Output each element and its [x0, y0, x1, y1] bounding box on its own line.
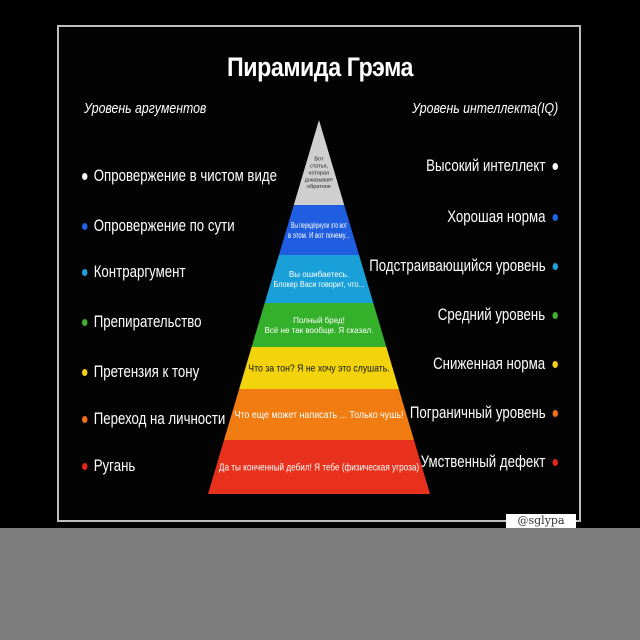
bullet-dot [82, 269, 88, 277]
bullet-dot [82, 463, 88, 471]
bullet-dot [82, 416, 88, 424]
pyramid-layer-text: обратное [307, 184, 331, 190]
pyramid-layer-2 [278, 205, 360, 255]
pyramid-layer-3 [264, 255, 374, 303]
bullet-dot [552, 312, 558, 320]
intelligence-item: Умственный дефект [421, 452, 558, 472]
pyramid-layer-7 [208, 440, 430, 494]
pyramid-layer-text: статья, [310, 164, 329, 170]
bullet-dot [552, 163, 558, 171]
argument-item: Препирательство [82, 312, 202, 332]
pyramid-layer-5 [239, 347, 399, 389]
argument-item: Опровержение в чистом виде [82, 166, 277, 186]
intelligence-item: Высокий интеллект [426, 156, 558, 176]
pyramid-layer-text: в этом. И вот почему... [288, 231, 350, 240]
bullet-dot [82, 173, 88, 181]
pyramid-layer-text: Что за тон? Я не хочу это слушать. [248, 363, 389, 375]
bullet-dot [552, 361, 558, 369]
pyramid-layer-text: Вы передёрнули это вот [291, 221, 347, 230]
bullet-dot [552, 459, 558, 467]
intelligence-item: Хорошая норма [447, 207, 558, 227]
bullet-dot [552, 410, 558, 418]
bullet-dot [552, 214, 558, 222]
pyramid-layer-text: Вы ошибаетесь. [289, 270, 349, 279]
argument-level-heading: Уровень аргументов [84, 100, 207, 117]
intelligence-level-heading: Уровень интеллекта(IQ) [411, 100, 558, 117]
pyramid-layer-text: Блокер Васи говорит, что... [273, 280, 364, 289]
pyramid-layer-6 [224, 389, 414, 440]
argument-item: Претензия к тону [82, 362, 199, 382]
intelligence-item: Сниженная норма [434, 354, 558, 374]
pyramid-layer-text: которая [309, 170, 329, 176]
watermark: @sglypa [506, 514, 576, 528]
pyramid-layer-text: Полный бред! [293, 316, 345, 325]
argument-item: Опровержение по сути [82, 216, 235, 236]
bullet-dot [82, 223, 88, 231]
pyramid-layer-text: Что еще может написать ... Только чушь! [235, 409, 404, 421]
bullet-dot [82, 369, 88, 377]
gray-bottom-bar [0, 528, 640, 640]
argument-item: Переход на личности [82, 409, 225, 429]
bullet-dot [82, 319, 88, 327]
pyramid-layer-text: доказывает [305, 177, 334, 183]
intelligence-item: Средний уровень [438, 305, 558, 325]
intelligence-item: Пограничный уровень [410, 403, 558, 423]
pyramid-layer-text: Вот [314, 157, 324, 163]
pyramid-layer-4 [251, 303, 387, 347]
pyramid-layer-text: Всё не так вообще. Я сказал. [265, 326, 374, 335]
pyramid-layer-text: Да ты конченный дебил! Я тебе (физическа… [219, 462, 419, 474]
argument-item: Контраргумент [82, 262, 186, 282]
page-title: Пирамида Грэма [226, 52, 414, 82]
argument-item: Ругань [82, 456, 135, 476]
bullet-dot [552, 263, 558, 271]
intelligence-item: Подстраивающийся уровень [369, 256, 558, 276]
pyramid-layer-1 [293, 120, 345, 205]
